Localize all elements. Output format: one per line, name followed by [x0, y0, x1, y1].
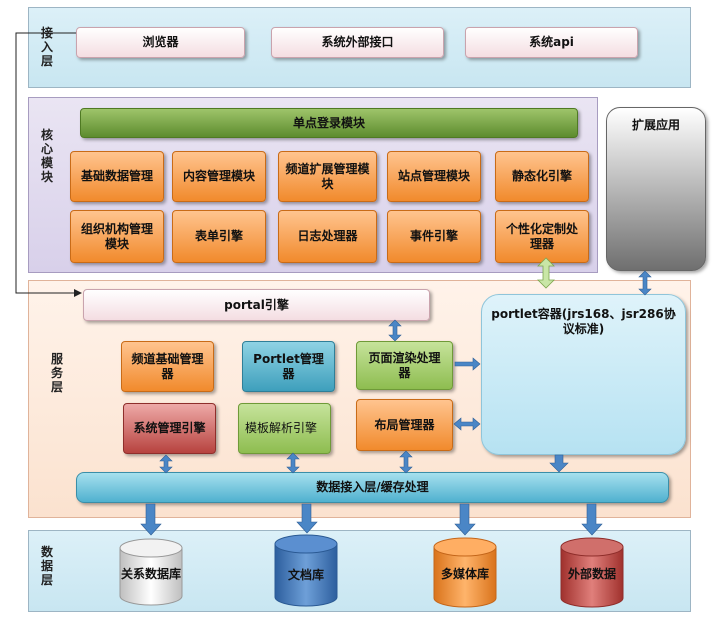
arrow-layout-data — [399, 450, 413, 474]
document-db-label: 文档库 — [287, 568, 324, 582]
portlet-manager-box: Portlet管理器 — [242, 341, 335, 392]
event-engine-box: 事件引擎 — [387, 210, 481, 263]
system-engine-box: 系统管理引擎 — [123, 403, 216, 454]
channel-ext-box: 频道扩展管理模块 — [278, 151, 377, 202]
arrow-data-relational — [140, 503, 162, 536]
relational-db-cylinder — [119, 538, 183, 606]
browser-box: 浏览器 — [76, 27, 245, 58]
template-parser-box: 模板解析引擎 — [238, 403, 331, 454]
form-engine-box: 表单引擎 — [172, 210, 266, 263]
access-to-portal-connector — [15, 32, 76, 294]
personalization-box: 个性化定制处理器 — [495, 210, 589, 263]
service-layer-label: 服务层 — [50, 352, 63, 394]
arrow-personalization-portlet — [537, 257, 555, 289]
external-interface-box: 系统外部接口 — [271, 27, 444, 58]
relational-db-label: 关系数据库 — [120, 567, 181, 581]
sso-module-bar: 单点登录模块 — [80, 108, 578, 138]
static-engine-box: 静态化引擎 — [495, 151, 589, 202]
channel-basic-manager-box: 频道基础管理器 — [121, 341, 214, 392]
page-render-box: 页面渲染处理器 — [356, 341, 453, 390]
external-data-label: 外部数据 — [567, 567, 616, 581]
data-layer-label: 数据层 — [40, 545, 53, 587]
basic-data-box: 基础数据管理 — [70, 151, 164, 202]
portal-engine-box: portal引擎 — [83, 289, 430, 321]
data-access-bar: 数据接入层/缓存处理 — [76, 472, 669, 503]
layout-manager-box: 布局管理器 — [356, 399, 453, 451]
arrow-data-multimedia — [454, 503, 476, 536]
arrow-render-portlet — [454, 357, 481, 371]
org-mgmt-box: 组织机构管理模块 — [70, 210, 164, 263]
document-db-cylinder — [274, 534, 338, 607]
core-layer-label: 核心模块 — [40, 128, 53, 184]
log-processor-box: 日志处理器 — [278, 210, 377, 263]
system-api-box: 系统api — [465, 27, 638, 58]
multimedia-db-label: 多媒体库 — [440, 567, 489, 581]
site-mgmt-box: 站点管理模块 — [387, 151, 481, 202]
arrow-portlet-data — [549, 454, 569, 473]
external-data-cylinder — [560, 537, 624, 608]
arrow-template-data — [286, 452, 300, 474]
multimedia-db-cylinder — [433, 537, 497, 608]
arrow-portal-render — [388, 319, 402, 342]
arrow-system-data — [159, 454, 173, 474]
arrow-data-external — [581, 503, 603, 536]
arrow-portlet-extension — [638, 270, 652, 296]
content-mgmt-box: 内容管理模块 — [172, 151, 266, 202]
arrow-data-document — [296, 503, 318, 534]
portlet-container-box: portlet容器(jrs168、jsr286协议标准) — [481, 294, 686, 455]
arrow-layout-portlet — [453, 417, 481, 431]
connector-arrowhead — [74, 289, 82, 297]
extension-app-box: 扩展应用 — [606, 107, 706, 271]
